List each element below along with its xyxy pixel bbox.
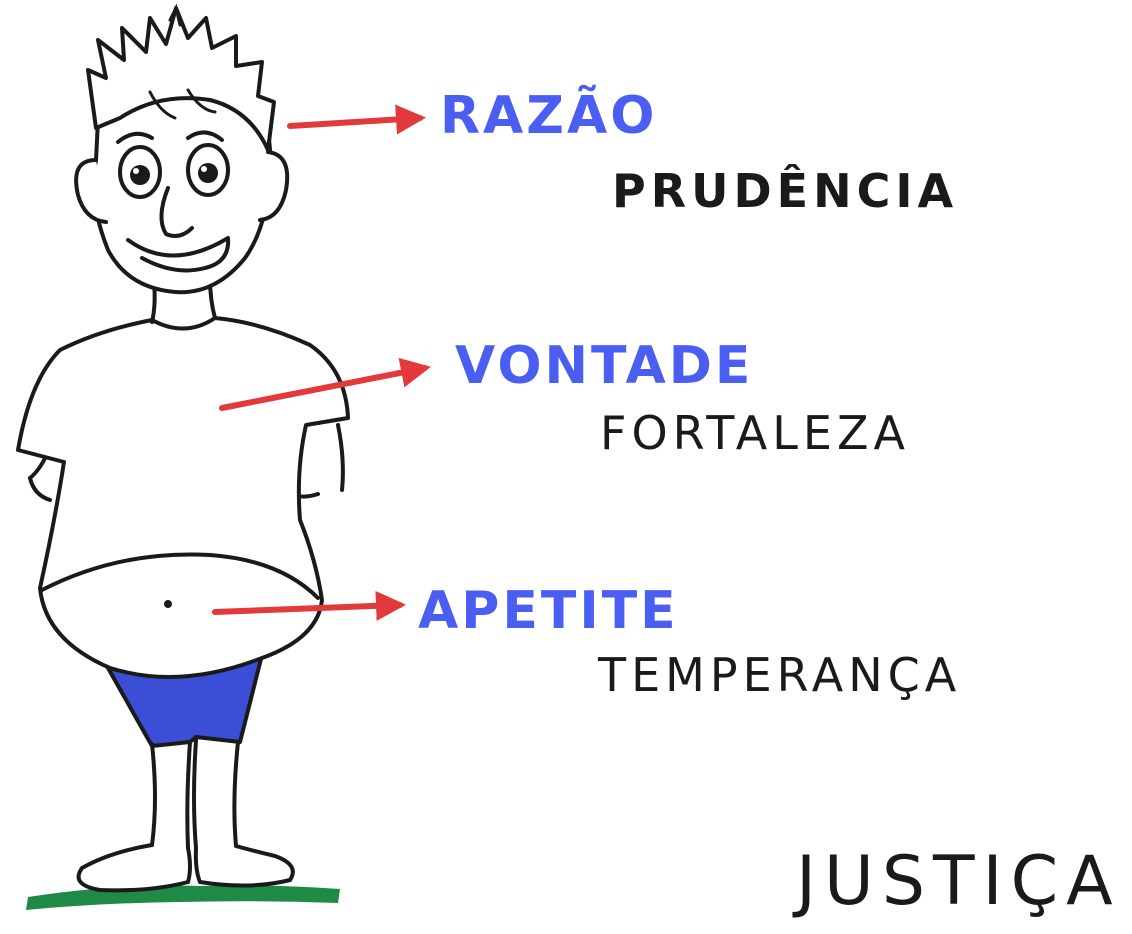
- arrow-chest-to-will: [219, 357, 431, 411]
- label-prudence: PRUDÊNCIA: [612, 164, 959, 218]
- arrows: [212, 104, 431, 621]
- right-ear: [258, 150, 290, 222]
- belly-line: [40, 552, 320, 600]
- legs: [150, 738, 240, 850]
- label-temperance: TEMPERANÇA: [598, 648, 962, 702]
- navel: [164, 600, 172, 608]
- grass: [26, 885, 340, 910]
- arrow-head-to-reason: [287, 104, 426, 135]
- label-justice: JUSTIÇA: [796, 842, 1121, 921]
- label-reason: RAZÃO: [440, 86, 658, 146]
- eyes: [118, 143, 230, 199]
- label-will: VONTADE: [455, 336, 754, 396]
- label-fortitude: FORTALEZA: [600, 406, 910, 460]
- label-appetite: APETITE: [418, 581, 679, 641]
- left-ear: [74, 158, 108, 224]
- arrow-belly-to-appetite: [212, 590, 406, 621]
- mouth: [126, 236, 231, 273]
- hair-strands: [148, 3, 217, 120]
- hair: [86, 6, 276, 152]
- eyebrows: [116, 130, 224, 144]
- nose: [159, 186, 194, 238]
- feet: [76, 843, 295, 893]
- torso: [16, 316, 350, 679]
